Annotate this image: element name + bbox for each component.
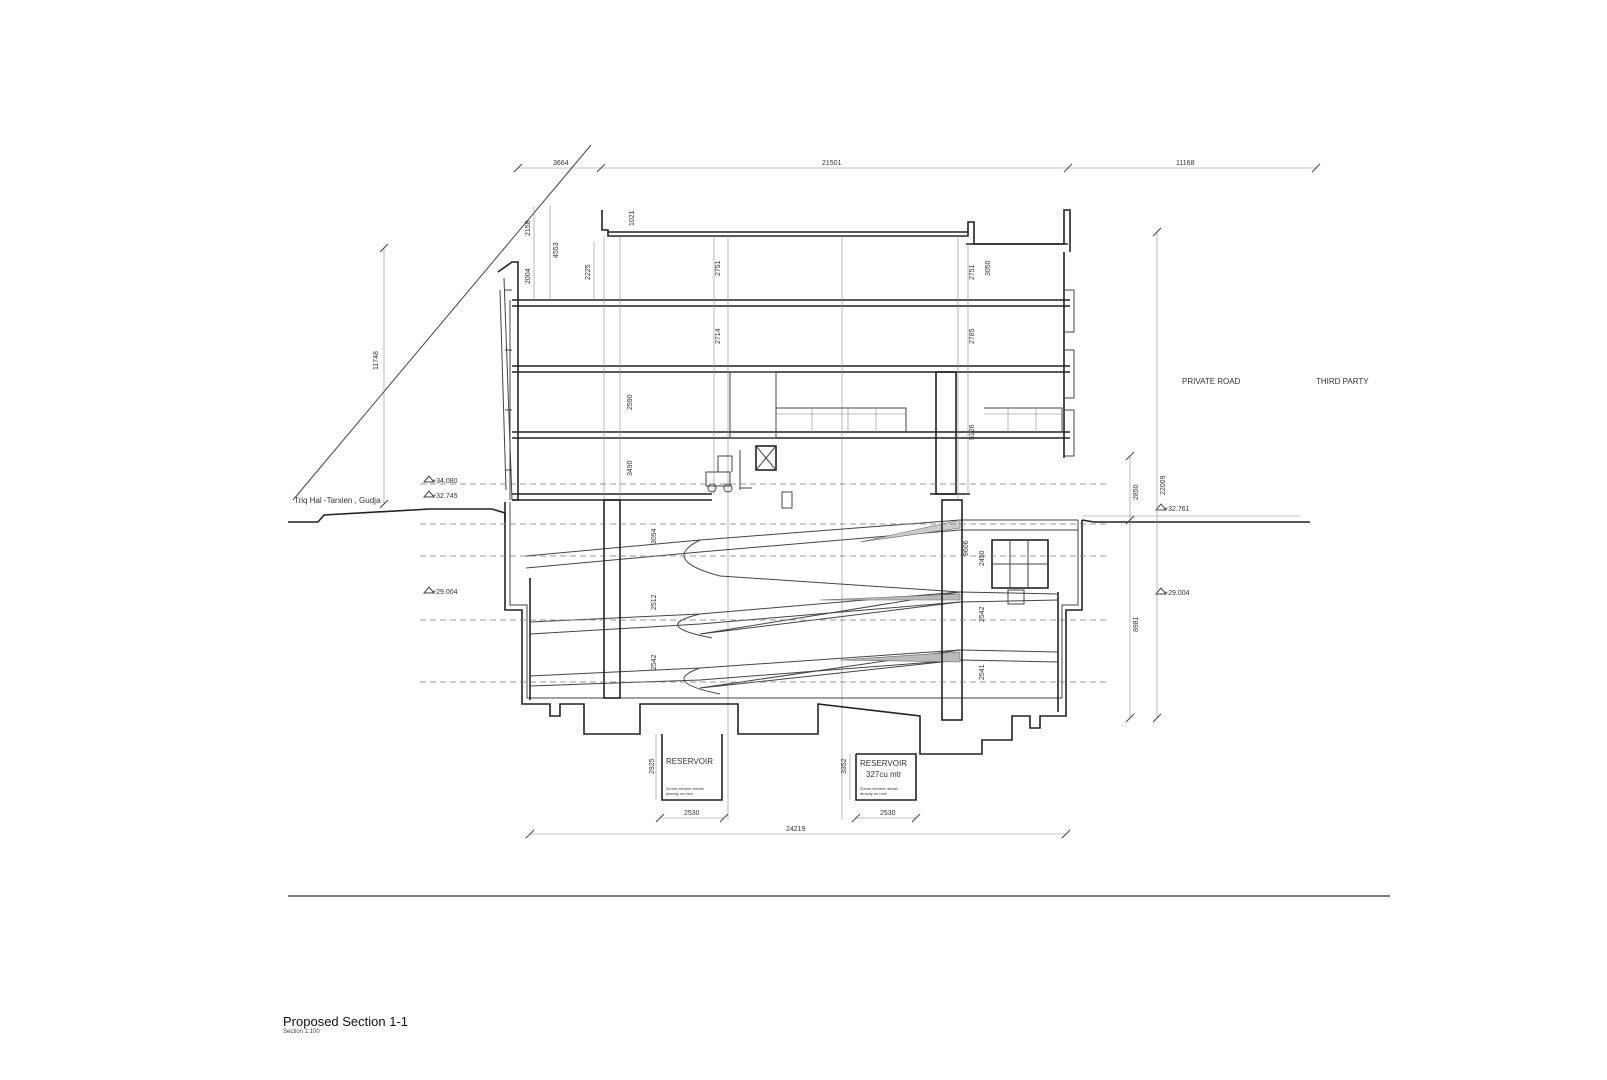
forklift-icon	[705, 450, 752, 493]
right-height-dimension: 22009 2850 8981	[1125, 227, 1167, 723]
level-basement-left: +29.004	[432, 589, 458, 596]
reservoir-right-volume: 327cu mtr	[866, 770, 902, 779]
reservoir-right-label: RESERVOIR	[860, 759, 907, 768]
dim-reservoir-right-depth: 3352	[841, 758, 848, 774]
dim-reservoir-left-width: 2530	[684, 810, 700, 817]
render-note-left-1: 20mm cement render	[666, 786, 705, 791]
dim-right-lower: 8981	[1133, 616, 1140, 632]
title-block: Proposed Section 1-1 Section 1:100	[283, 1014, 408, 1035]
level-road: +32.761	[1164, 506, 1190, 513]
floor-dimensions: 2751 2714 2590 3490 2751 2785 5126 1021 …	[525, 206, 992, 494]
dim-top-2: 21501	[822, 160, 842, 167]
render-note-right-1: 20mm cement render	[860, 786, 899, 791]
dim-right-height: 22009	[1160, 475, 1167, 495]
dim-base-2: 2512	[651, 594, 658, 610]
top-dimension-line: 3664 21501 11168	[513, 160, 1321, 173]
dim-side-5: 3050	[985, 260, 992, 276]
dim-base-r2: 2450	[979, 550, 986, 566]
dim-side-1: 2158	[525, 220, 532, 236]
dim-floor-r1: 2751	[969, 264, 976, 280]
third-party-label: THIRD PARTY	[1316, 377, 1369, 386]
dim-side-3: 2225	[585, 264, 592, 280]
dim-floor-r3: 5126	[969, 424, 976, 440]
dim-top-3: 11168	[1176, 160, 1195, 167]
private-road-label: PRIVATE ROAD	[1182, 377, 1241, 386]
level-markers-right: +32.761 +29.004	[1154, 503, 1190, 597]
dim-left-height: 11748	[373, 351, 380, 370]
dim-bottom-total: 24219	[786, 826, 806, 833]
dim-floor-r2: 2785	[969, 328, 976, 344]
level-basement-right: +29.004	[1164, 590, 1190, 597]
crate-icon	[755, 445, 777, 471]
basement-dimensions: 3094 2512 2542 9606 2450 2542 2541	[651, 528, 986, 680]
dim-right-upper: 2850	[1133, 484, 1140, 500]
basement-structure	[504, 499, 1083, 755]
left-height-dimension: 11748	[373, 243, 389, 509]
dim-floor-1: 2751	[715, 260, 722, 276]
drawing-scale: Section 1:100	[283, 1029, 320, 1035]
dim-side-4: 2004	[525, 268, 532, 284]
drawing-title: Proposed Section 1-1	[283, 1014, 409, 1029]
dim-base-3: 2542	[651, 654, 658, 670]
dim-base-r3: 2542	[979, 606, 986, 622]
street-label: Triq Hal -Tarxien , Gudja	[294, 496, 381, 505]
render-note-right-2: directly on rock	[860, 791, 887, 796]
reservoir-right: RESERVOIR 327cu mtr 20mm cement render d…	[841, 753, 917, 801]
dim-reservoir-right-width: 2530	[880, 810, 896, 817]
sight-line	[292, 144, 592, 501]
dim-floor-4: 3490	[627, 460, 634, 476]
dim-base-r1: 9606	[963, 540, 970, 556]
dim-side-2: 4553	[553, 242, 560, 258]
dashed-level-lines	[420, 483, 1110, 683]
dim-reservoir-left-depth: 2925	[649, 758, 656, 774]
dim-parapet: 1021	[629, 210, 636, 226]
reservoir-left: RESERVOIR 20mm cement render directly on…	[649, 734, 723, 801]
reservoir-left-label: RESERVOIR	[666, 757, 713, 766]
dim-base-r4: 2541	[979, 664, 986, 680]
dim-floor-2: 2714	[715, 328, 722, 344]
bottom-dimensions: 2530 2530 24219	[525, 810, 1071, 839]
dim-base-1: 3094	[651, 528, 658, 544]
dim-top-1: 3664	[553, 160, 569, 167]
level-street: +32.745	[432, 493, 458, 500]
level-upper-ground: +34.080	[432, 478, 458, 485]
dim-floor-3: 2590	[627, 394, 634, 410]
level-markers-left: +34.080 +32.745 +29.004	[422, 475, 458, 596]
render-note-left-2: directly on rock	[666, 791, 693, 796]
